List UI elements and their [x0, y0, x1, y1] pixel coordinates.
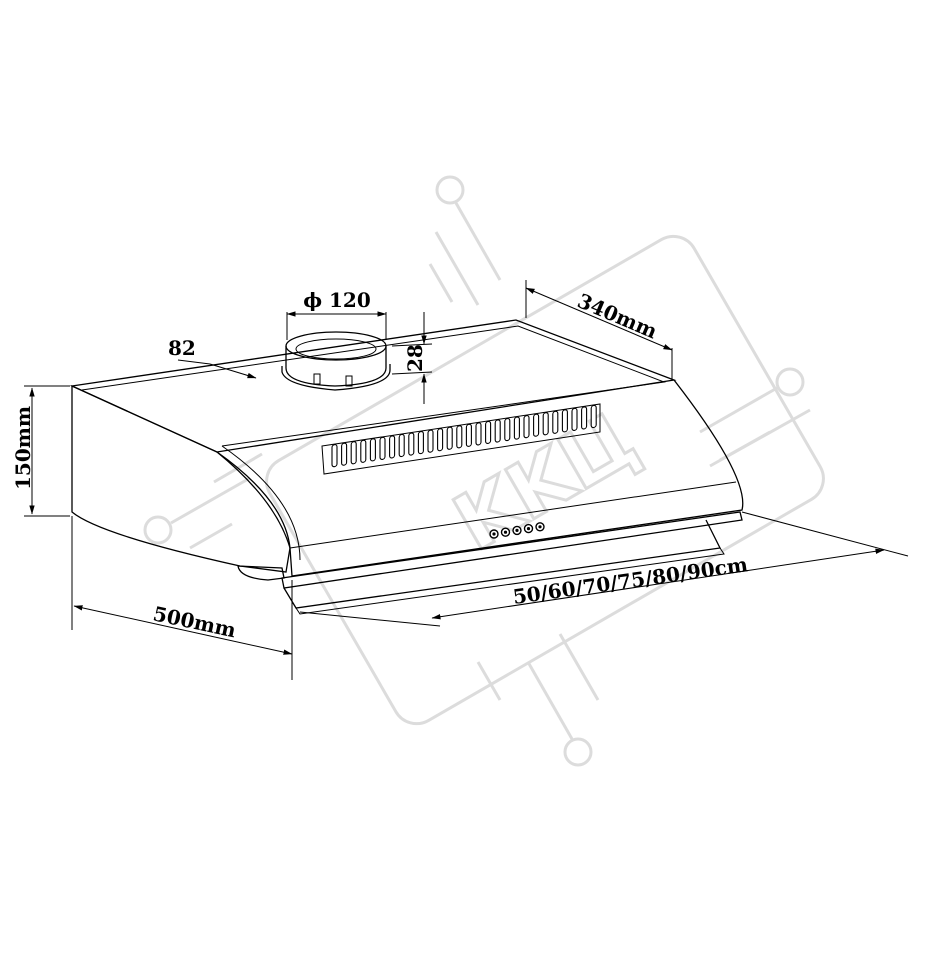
hood-side-panel	[71, 384, 291, 573]
depth-bottom-dimension-line	[73, 605, 293, 655]
hood-visor	[281, 511, 743, 589]
offset-dimension-line	[209, 363, 257, 379]
width-dimension-line	[431, 548, 885, 620]
vent-slot	[494, 419, 501, 443]
duct-diameter-label: ϕ 120	[303, 288, 371, 312]
vent-slot	[456, 425, 463, 449]
duct-collar	[281, 331, 391, 391]
vent-slot	[465, 423, 472, 447]
vent-slot	[331, 444, 338, 468]
vent-slot	[533, 413, 540, 437]
watermark-pin-circle	[143, 515, 173, 545]
vent-slot	[542, 412, 549, 436]
hood-front-crease	[289, 481, 737, 549]
vent-slot	[417, 431, 424, 455]
vent-slot	[504, 417, 511, 442]
watermark: KKЦ	[143, 175, 825, 767]
vent-slot	[389, 435, 396, 459]
collar-flange	[281, 364, 391, 391]
vent-slot	[437, 428, 444, 452]
vent-slot	[485, 420, 492, 445]
vent-slot	[408, 432, 415, 456]
vent-grille	[331, 404, 597, 468]
vent-slot	[571, 407, 578, 431]
vent-slot	[446, 426, 453, 450]
height-label: 150mm	[11, 406, 35, 490]
vent-slot	[427, 429, 434, 453]
vent-slot	[369, 438, 376, 462]
vent-slot	[379, 436, 386, 460]
vent-slot	[360, 439, 367, 463]
light-housing	[237, 565, 285, 581]
vent-slot	[350, 441, 357, 465]
vent-slot	[581, 406, 588, 430]
control-button-center	[515, 528, 519, 533]
offset-leader	[177, 359, 211, 365]
collar-body	[285, 346, 387, 387]
control-button-center	[492, 532, 496, 536]
control-button-center	[538, 525, 542, 529]
vent-slot	[523, 415, 530, 439]
control-buttons	[489, 522, 545, 539]
hood-body	[69, 319, 744, 615]
hood-front-bevel	[221, 445, 301, 561]
vent-slot	[561, 409, 568, 433]
vent-slot	[590, 404, 597, 429]
watermark-pin-circle	[775, 367, 805, 397]
collar-height-label: 28	[403, 344, 427, 372]
depth-top-dimension-line	[525, 287, 673, 351]
vent-slot	[475, 422, 482, 446]
hood-front-face	[216, 379, 744, 577]
collar-inner	[295, 338, 377, 360]
depth-top-label: 340mm	[574, 289, 661, 344]
hood-top-edge	[81, 325, 666, 447]
collar-tab	[345, 375, 353, 387]
vent-slot	[341, 442, 348, 466]
collar-tab	[313, 373, 321, 385]
vent-slot	[552, 410, 559, 434]
watermark-pin-circle	[563, 737, 593, 767]
vent-slot	[513, 416, 520, 440]
collar-rim	[285, 331, 387, 361]
rear-offset-label: 82	[168, 336, 196, 360]
control-button-center	[526, 527, 531, 531]
depth-bottom-label: 500mm	[151, 601, 238, 642]
control-button-center	[503, 530, 508, 534]
watermark-pin-circle	[435, 175, 465, 205]
vent-slot	[398, 433, 405, 458]
